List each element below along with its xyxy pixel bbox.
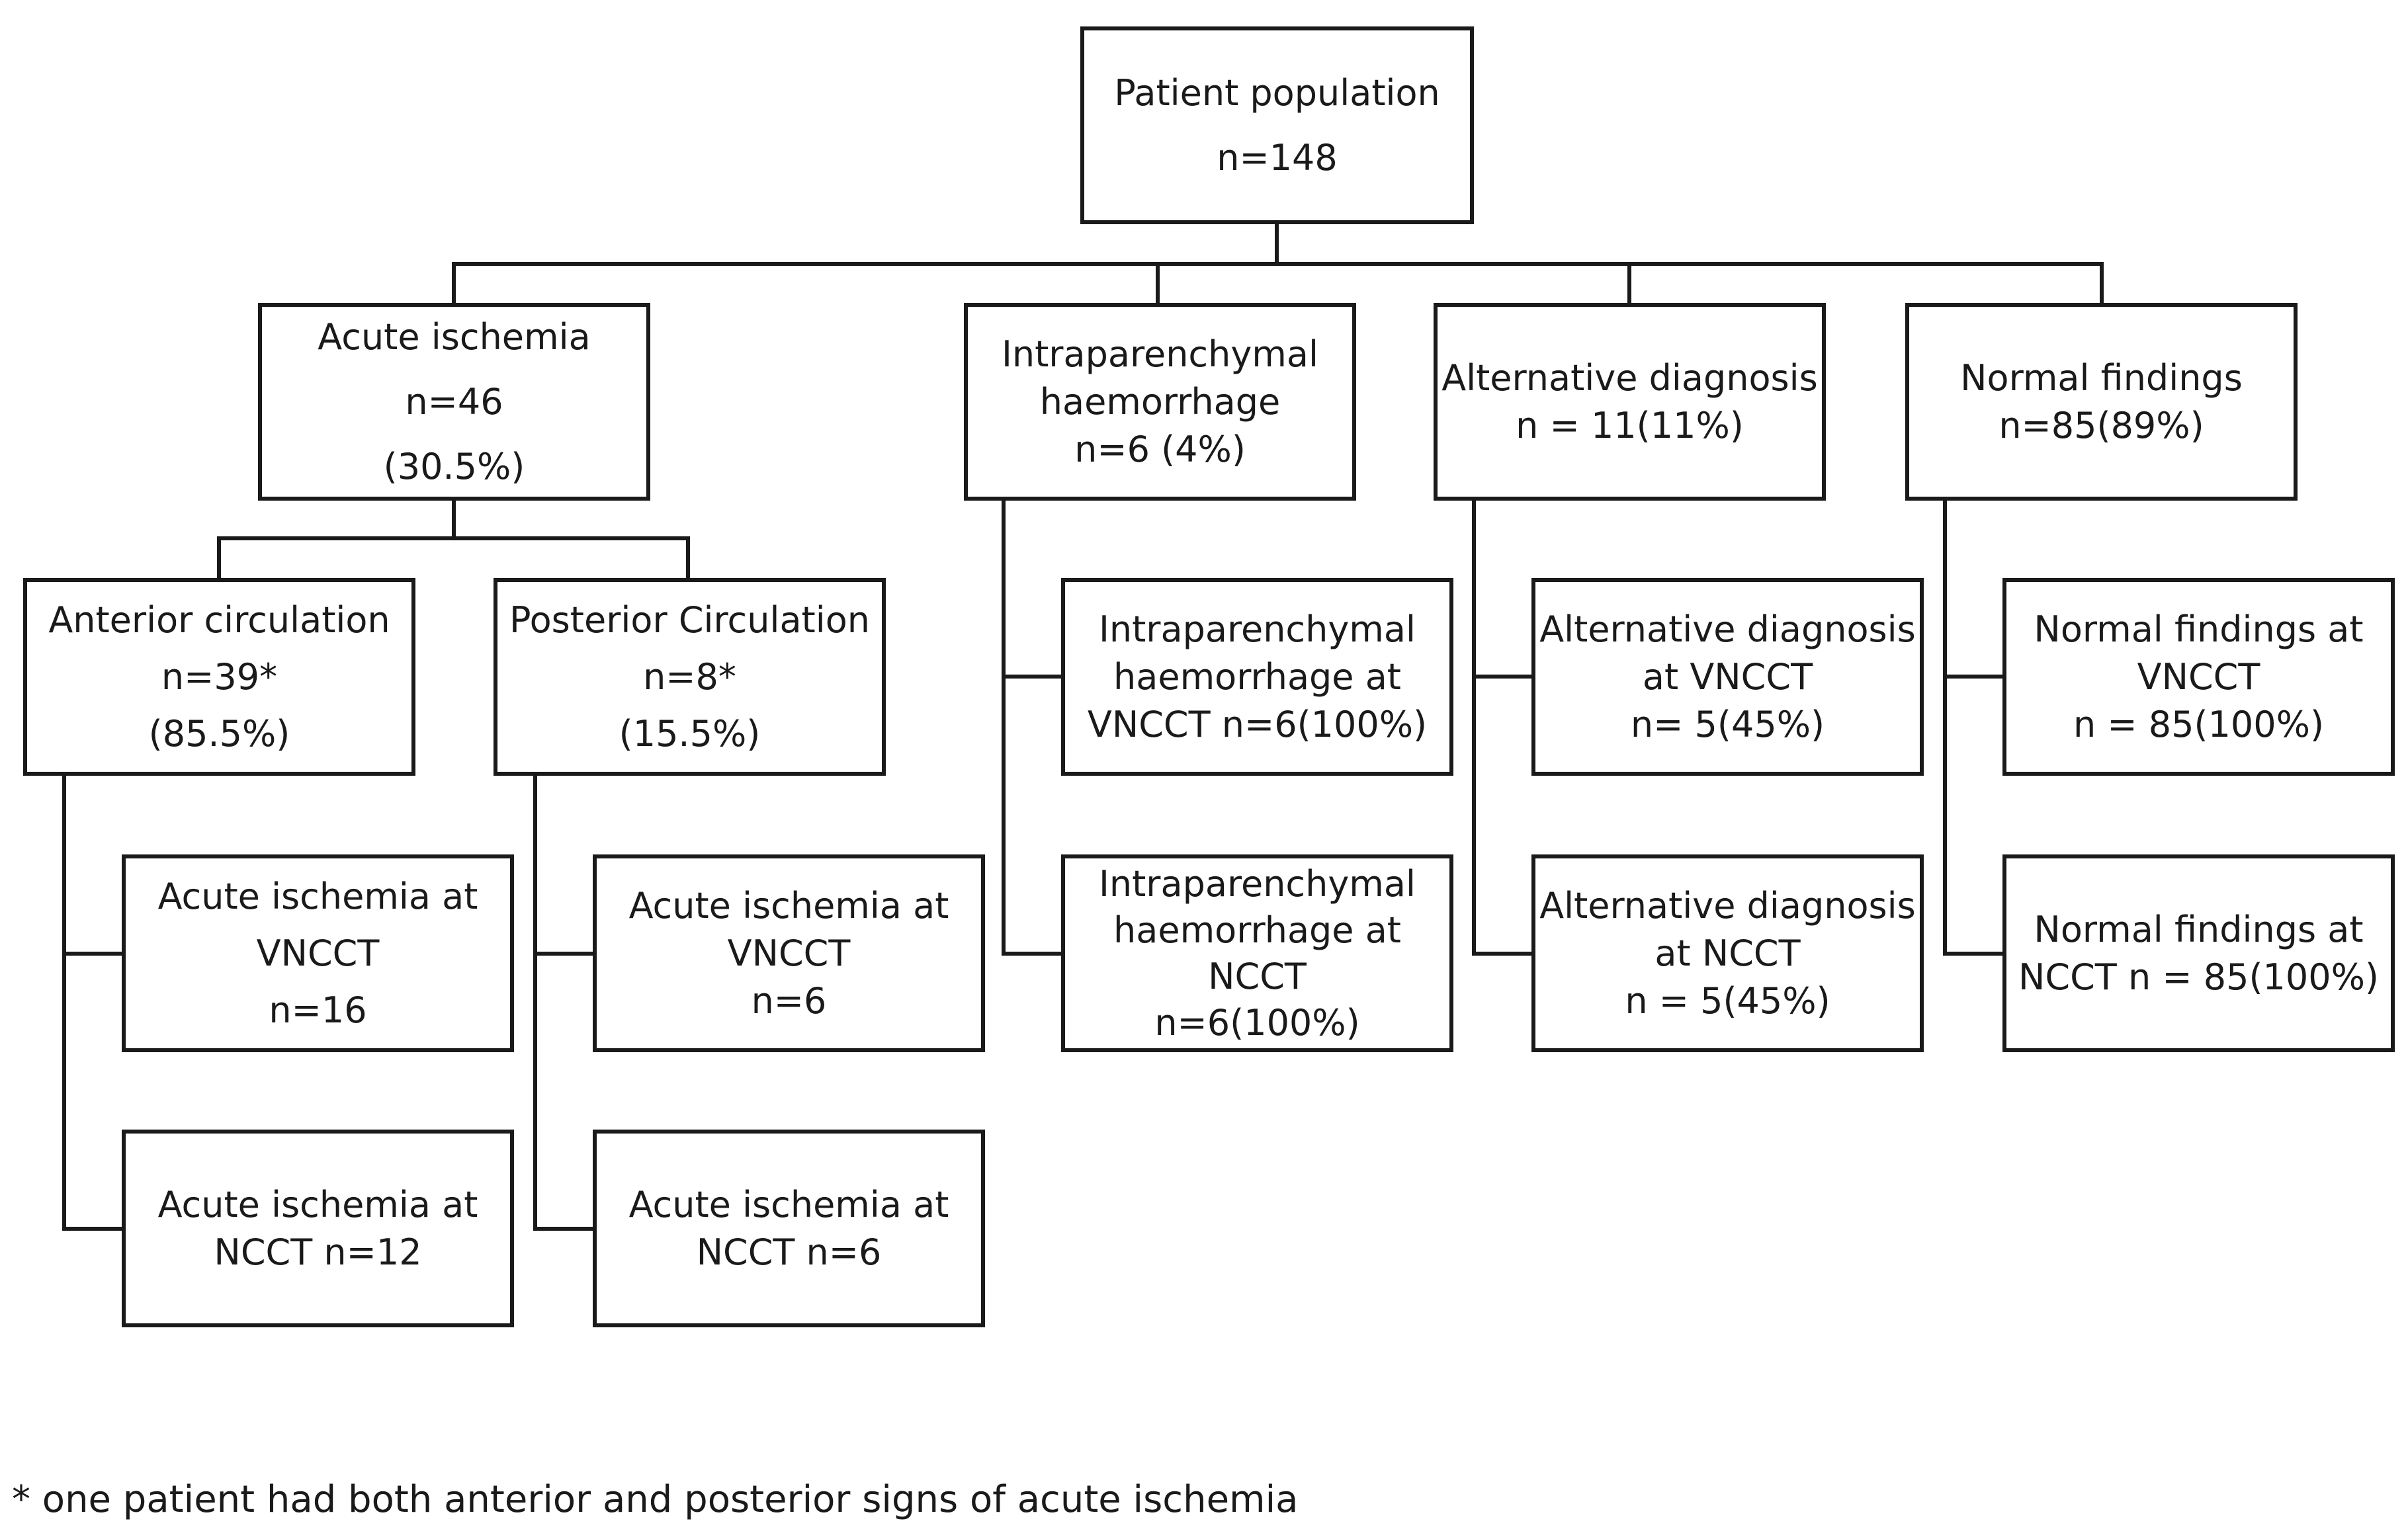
- box-line: n=6 (4%): [1074, 428, 1246, 470]
- connector-post-vncct: [533, 952, 593, 956]
- connector-root-down: [1275, 222, 1279, 264]
- box-line: Alternative diagnosis: [1441, 356, 1818, 399]
- connector-iph-ncct: [1002, 952, 1061, 956]
- box-line: Intraparenchymal: [1098, 608, 1416, 650]
- box-line: Normal findings at: [2034, 908, 2364, 950]
- box-line: n=6: [751, 979, 827, 1022]
- connector-post-ncct: [533, 1227, 593, 1231]
- connector-to-iph: [1156, 262, 1160, 306]
- box-line: NCCT n=6: [696, 1231, 882, 1273]
- alternative-diagnosis-box: Alternative diagnosis n = 11(11%): [1434, 303, 1826, 501]
- box-line: n=16: [269, 989, 367, 1031]
- alt-vncct-box: Alternative diagnosis at VNCCT n= 5(45%): [1531, 578, 1924, 776]
- box-line: Intraparenchymal: [1098, 862, 1416, 905]
- box-line: Normal findings at: [2034, 608, 2364, 650]
- box-line: n=46: [405, 380, 503, 423]
- connector-alt-spine: [1472, 499, 1476, 956]
- box-line: n = 85(100%): [2073, 703, 2325, 745]
- box-line: VNCCT: [2137, 655, 2260, 698]
- connector-acute-down: [452, 499, 456, 538]
- connector-to-anterior: [217, 536, 221, 580]
- connector-to-normal: [2100, 262, 2104, 306]
- post-ncct-box: Acute ischemia at NCCT n=6: [593, 1130, 985, 1327]
- box-line: VNCCT: [727, 932, 851, 974]
- box-line: Posterior Circulation: [509, 599, 870, 641]
- connector-top-bar: [452, 262, 2104, 266]
- box-line: NCCT n = 85(100%): [2018, 956, 2379, 998]
- ant-vncct-box: Acute ischemia at VNCCT n=16: [122, 854, 514, 1052]
- connector-ant-vncct: [62, 952, 122, 956]
- patient-population-box: Patient population n=148: [1080, 26, 1474, 224]
- connector-to-acute: [452, 262, 456, 306]
- acute-ischemia-box: Acute ischemia n=46 (30.5%): [258, 303, 650, 501]
- iph-vncct-box: Intraparenchymal haemorrhage at VNCCT n=…: [1061, 578, 1453, 776]
- post-vncct-box: Acute ischemia at VNCCT n=6: [593, 854, 985, 1052]
- box-line: n=6(100%): [1154, 1001, 1360, 1044]
- box-line: Alternative diagnosis: [1539, 608, 1916, 650]
- box-line: (15.5%): [619, 712, 761, 755]
- box-line: n=148: [1217, 136, 1338, 179]
- box-line: NCCT: [1208, 955, 1307, 997]
- box-line: Intraparenchymal: [1001, 333, 1318, 375]
- box-line: VNCCT: [256, 932, 380, 974]
- box-line: Acute ischemia at: [157, 1183, 478, 1225]
- anterior-circulation-box: Anterior circulation n=39* (85.5%): [23, 578, 415, 776]
- connector-ant-ncct: [62, 1227, 122, 1231]
- box-line: n=39*: [161, 655, 278, 698]
- box-line: n= 5(45%): [1630, 703, 1825, 745]
- box-line: Anterior circulation: [48, 599, 390, 641]
- box-line: n=85(89%): [1999, 404, 2204, 446]
- connector-posterior-spine: [533, 774, 537, 1231]
- box-line: Alternative diagnosis: [1539, 884, 1916, 927]
- ant-ncct-box: Acute ischemia at NCCT n=12: [122, 1130, 514, 1327]
- box-line: n=8*: [643, 655, 736, 698]
- footnote: * one patient had both anterior and post…: [12, 1478, 1299, 1521]
- box-line: Acute ischemia at: [628, 1183, 949, 1225]
- connector-alt-ncct: [1472, 952, 1531, 956]
- iph-box: Intraparenchymal haemorrhage n=6 (4%): [964, 303, 1356, 501]
- box-line: Acute ischemia: [318, 315, 591, 358]
- box-line: (30.5%): [383, 445, 525, 487]
- box-line: n = 5(45%): [1625, 979, 1830, 1022]
- box-line: Patient population: [1114, 71, 1440, 114]
- connector-normal-spine: [1943, 499, 1947, 956]
- connector-iph-vncct: [1002, 675, 1061, 679]
- posterior-circulation-box: Posterior Circulation n=8* (15.5%): [494, 578, 886, 776]
- connector-normal-ncct: [1943, 952, 2002, 956]
- connector-to-alt: [1627, 262, 1631, 306]
- normal-findings-box: Normal findings n=85(89%): [1905, 303, 2298, 501]
- box-line: haemorrhage: [1039, 380, 1281, 423]
- box-line: VNCCT n=6(100%): [1087, 703, 1428, 745]
- box-line: Acute ischemia at: [157, 875, 478, 917]
- iph-ncct-box: Intraparenchymal haemorrhage at NCCT n=6…: [1061, 854, 1453, 1052]
- normal-ncct-box: Normal findings at NCCT n = 85(100%): [2002, 854, 2395, 1052]
- connector-to-posterior: [686, 536, 690, 580]
- box-line: (85.5%): [148, 712, 290, 755]
- box-line: at VNCCT: [1642, 655, 1813, 698]
- box-line: NCCT n=12: [214, 1231, 422, 1273]
- box-line: n = 11(11%): [1516, 404, 1744, 446]
- connector-anterior-spine: [62, 774, 66, 1231]
- connector-alt-vncct: [1472, 675, 1531, 679]
- box-line: Acute ischemia at: [628, 884, 949, 927]
- connector-acute-bar: [217, 536, 690, 540]
- alt-ncct-box: Alternative diagnosis at NCCT n = 5(45%): [1531, 854, 1924, 1052]
- normal-vncct-box: Normal findings at VNCCT n = 85(100%): [2002, 578, 2395, 776]
- connector-iph-spine: [1002, 499, 1006, 956]
- box-line: haemorrhage at: [1113, 909, 1401, 951]
- box-line: Normal findings: [1960, 356, 2243, 399]
- box-line: at NCCT: [1655, 932, 1801, 974]
- connector-normal-vncct: [1943, 675, 2002, 679]
- box-line: haemorrhage at: [1113, 655, 1401, 698]
